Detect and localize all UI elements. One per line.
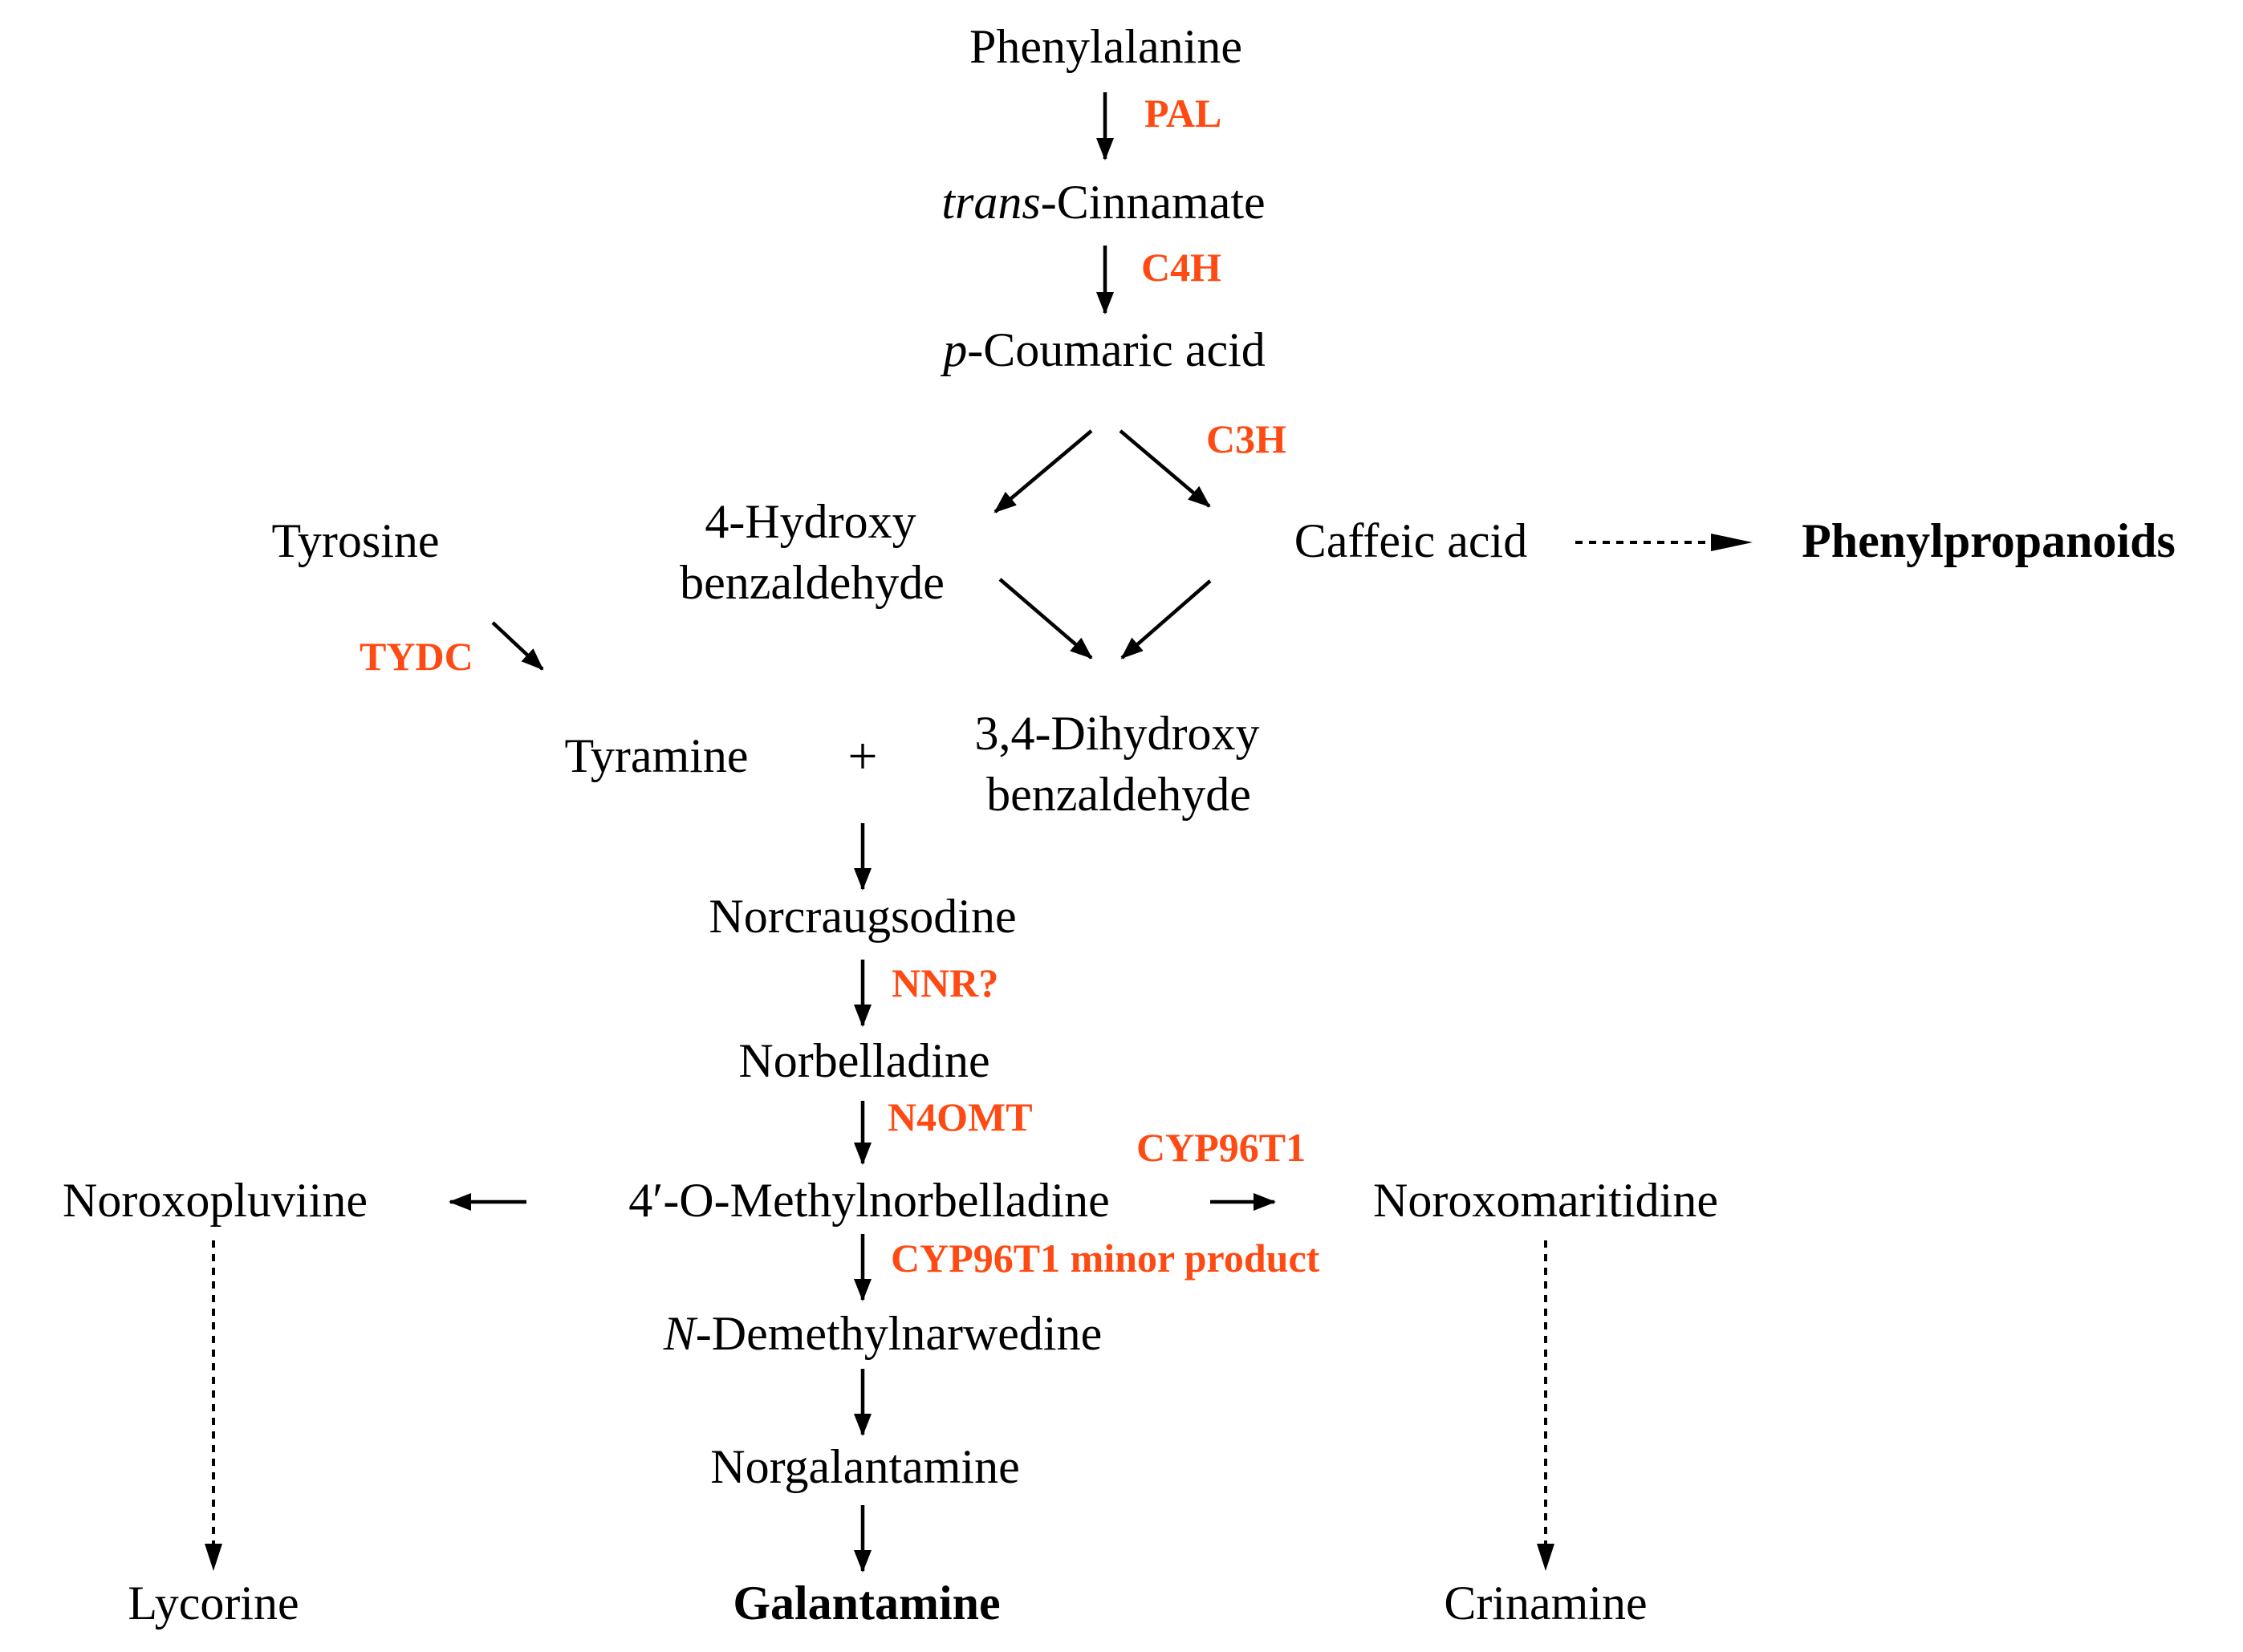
compound-norbelladine: Norbelladine (738, 1034, 989, 1087)
compound-caffeic-acid: Caffeic acid (1294, 514, 1527, 567)
compound-4-hydroxybenzaldehyde-line2: benzaldehyde (680, 556, 945, 609)
enzyme-nnr: NNR? (892, 960, 998, 1005)
arrow-caffeic-acid-to-3-4-dihydroxybenzaldehyde (1120, 579, 1212, 660)
coumaric-acid-name: -Coumaric acid (967, 323, 1266, 376)
enzyme-c4h: C4H (1141, 245, 1221, 290)
arrow-4-hydroxybenzaldehyde-to-3-4-dihydroxybenzaldehyde (998, 578, 1093, 660)
compound-noroxopluviine: Noroxopluviine (63, 1174, 368, 1227)
arrow-p-coumaric-acid-to-4-hydroxybenzaldehyde (994, 429, 1093, 513)
compound-norgalantamine: Norgalantamine (710, 1440, 1019, 1493)
demethylnarwedine-name: -Demethylnarwedine (696, 1307, 1102, 1360)
compound-4-hydroxybenzaldehyde-line1: 4-Hydroxy (705, 495, 916, 548)
compound-tyramine: Tyramine (564, 729, 748, 782)
compound-tyrosine: Tyrosine (271, 514, 439, 567)
enzyme-tydc: TYDC (360, 634, 473, 679)
arrow-tyrosine-to-tyramine (491, 621, 544, 671)
trans-prefix: trans (941, 176, 1040, 229)
compound-lycorine: Lycorine (128, 1577, 299, 1630)
compound-n-demethylnarwedine: N-Demethylnarwedine (663, 1307, 1103, 1360)
compound-3-4-dihydroxybenzaldehyde-line2: benzaldehyde (986, 768, 1251, 821)
compound-p-coumaric-acid: p-Coumaric acid (940, 323, 1266, 376)
compound-phenylpropanoids: Phenylpropanoids (1802, 514, 2176, 567)
compound-noroxomaritidine: Noroxomaritidine (1373, 1174, 1718, 1227)
compound-3-4-dihydroxybenzaldehyde-line1: 3,4-Dihydroxy (975, 707, 1260, 760)
compound-4-o-methylnorbelladine: 4′-O-Methylnorbelladine (628, 1174, 1110, 1227)
compound-trans-cinnamate: trans-Cinnamate (941, 176, 1265, 229)
cinnamate-name: -Cinnamate (1041, 176, 1266, 229)
compound-phenylalanine: Phenylalanine (969, 20, 1242, 73)
compound-galantamine: Galantamine (733, 1577, 1000, 1630)
enzyme-pal: PAL (1144, 91, 1221, 136)
arrowhead-phenylpropanoids (1711, 534, 1753, 551)
compound-norcraugsodine: Norcraugsodine (709, 890, 1016, 943)
arrowhead-lycorine (205, 1544, 222, 1571)
enzyme-cyp96t1-minor-product: CYP96T1 minor product (891, 1236, 1320, 1281)
arrowhead-crinamine (1537, 1544, 1554, 1571)
p-prefix: p (940, 323, 967, 376)
enzyme-cyp96t1: CYP96T1 (1136, 1125, 1306, 1170)
n-prefix: N (663, 1307, 698, 1360)
compound-crinamine: Crinamine (1444, 1577, 1647, 1630)
enzyme-c3h: C3H (1206, 416, 1286, 461)
enzyme-n4omt: N4OMT (888, 1094, 1033, 1139)
arrow-p-coumaric-acid-to-caffeic-acid (1119, 429, 1211, 508)
plus-sign: + (847, 727, 877, 785)
